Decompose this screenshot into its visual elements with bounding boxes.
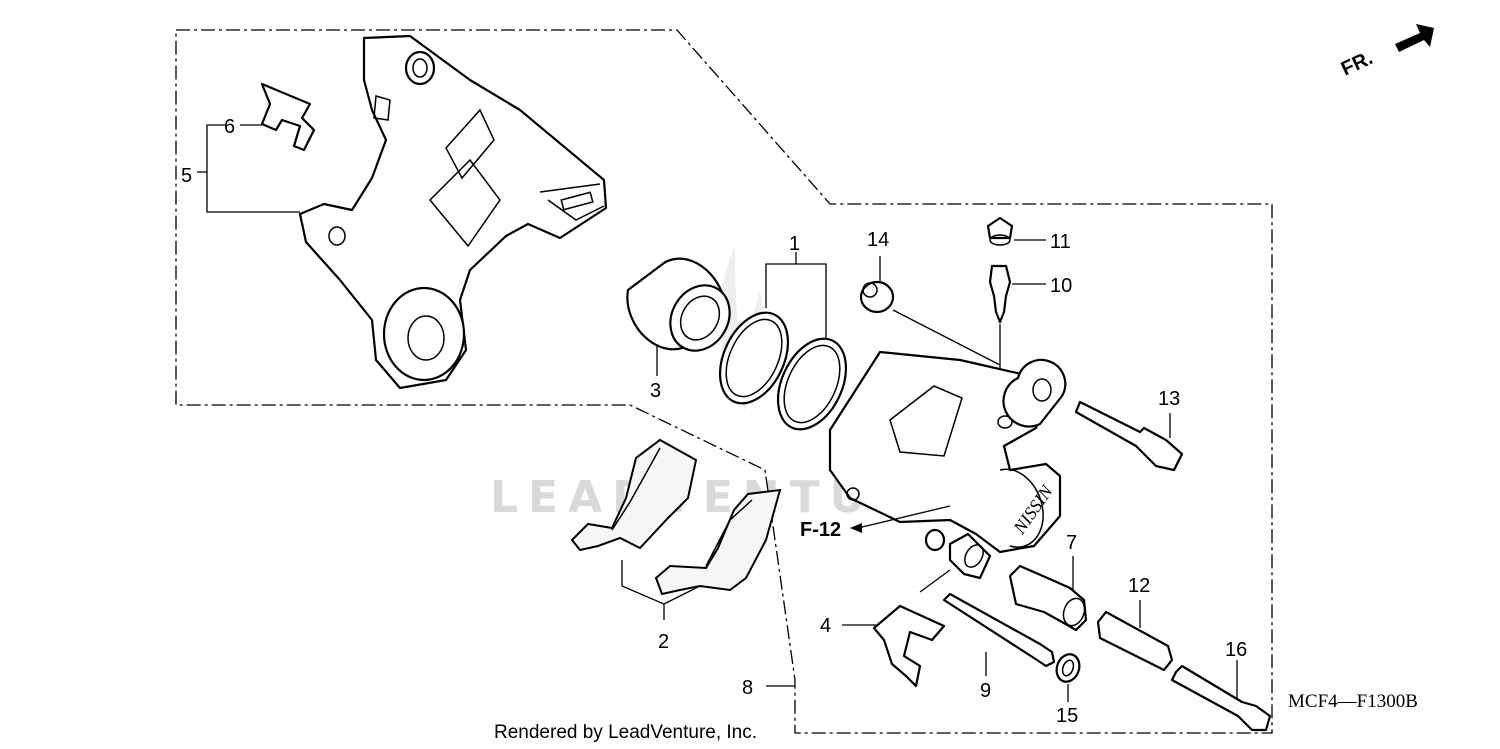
footer-credit: Rendered by LeadVenture, Inc. bbox=[494, 722, 757, 743]
front-direction-indicator: FR. bbox=[1338, 24, 1434, 81]
callout-6: 6 bbox=[224, 116, 235, 138]
leader-14-cap bbox=[892, 309, 1001, 366]
callout-4: 4 bbox=[820, 615, 831, 637]
leader-5-6 bbox=[206, 124, 300, 213]
bushing-part bbox=[924, 528, 992, 580]
direction-label: FR. bbox=[1338, 47, 1376, 81]
caliper-bracket-part bbox=[298, 34, 608, 390]
flange-bolt-part bbox=[1170, 664, 1272, 732]
pad-retainer-part bbox=[872, 604, 946, 688]
piston-part bbox=[626, 257, 731, 352]
leader-9-top bbox=[919, 569, 951, 593]
callout-10: 10 bbox=[1050, 275, 1072, 297]
callout-3: 3 bbox=[650, 380, 661, 402]
diagram-code: MCF4—F1300B bbox=[1288, 691, 1418, 712]
callout-14: 14 bbox=[867, 229, 889, 251]
leader-f12 bbox=[857, 505, 951, 529]
callout-15: 15 bbox=[1056, 705, 1078, 727]
leader-f12-arrow bbox=[850, 523, 862, 533]
leader-2 bbox=[621, 560, 701, 620]
callout-12: 12 bbox=[1128, 575, 1150, 597]
callout-5: 5 bbox=[181, 165, 192, 187]
callout-2: 2 bbox=[658, 631, 669, 653]
pad-spring-part bbox=[260, 82, 316, 152]
callout-9: 9 bbox=[980, 680, 991, 702]
bleeder-screw-part bbox=[986, 216, 1014, 324]
pin-boot-part bbox=[1008, 564, 1088, 632]
caliper-body-part: NISSIN bbox=[828, 350, 1067, 554]
brake-pad-part bbox=[570, 438, 782, 596]
pin-sleeve-part bbox=[1096, 610, 1174, 672]
leader-1 bbox=[765, 252, 827, 338]
callout-8: 8 bbox=[742, 677, 753, 699]
callout-16: 16 bbox=[1225, 639, 1247, 661]
callout-1: 1 bbox=[789, 233, 800, 255]
callout-7: 7 bbox=[1066, 532, 1077, 554]
main-pin-part bbox=[942, 592, 1056, 668]
bleeder-cap-part bbox=[859, 280, 895, 314]
reference-label: F-12 bbox=[800, 519, 841, 541]
callout-13: 13 bbox=[1158, 388, 1180, 410]
assembly-boundary bbox=[175, 29, 1273, 734]
pin-bolt-part bbox=[1074, 400, 1184, 472]
piston-seal-part bbox=[718, 311, 848, 431]
callout-11: 11 bbox=[1050, 231, 1071, 253]
boot-ring-part bbox=[1055, 653, 1081, 683]
